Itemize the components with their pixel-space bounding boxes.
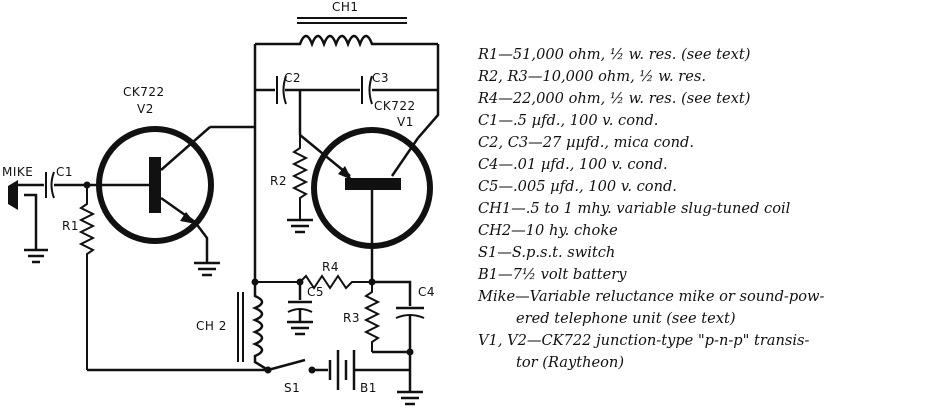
r3-label: R3	[343, 311, 360, 325]
ck722-v2-type: CK722	[123, 85, 165, 99]
c4-capacitor	[372, 280, 425, 356]
r1-label: R1	[62, 219, 79, 233]
c2-capacitor	[255, 75, 360, 105]
parts-list-item: V1, V2—CK722 junction-type "p-n-p" trans…	[478, 332, 810, 349]
s1-switch	[264, 358, 316, 374]
c2-label: C2	[284, 71, 301, 85]
parts-list: R1—51,000 ohm, ½ w. res. (see text) R2, …	[478, 44, 940, 374]
circuit-schematic: CH1 C2 C3 CK722 V1 R2 CK722 V2	[2, 0, 440, 406]
parts-list-item: R1—51,000 ohm, ½ w. res. (see text)	[478, 46, 751, 63]
parts-list-item: B1—7½ volt battery	[478, 266, 627, 283]
r4-label: R4	[322, 260, 339, 274]
parts-list-item: R2, R3—10,000 ohm, ½ w. res.	[478, 68, 706, 85]
parts-list-item: C5—.005 µfd., 100 v. cond.	[478, 178, 677, 195]
parts-list-item: C1—.5 µfd., 100 v. cond.	[478, 112, 659, 129]
ch1-label: CH1	[332, 0, 359, 14]
parts-list-item: R4—22,000 ohm, ½ w. res. (see text)	[478, 90, 751, 107]
b1-label: B1	[360, 381, 377, 395]
c5-label: C5	[307, 285, 324, 299]
ch2-choke	[237, 282, 269, 372]
s1-label: S1	[284, 381, 300, 395]
c5-capacitor	[287, 282, 313, 336]
parts-list-item: CH2—10 hy. choke	[478, 222, 618, 239]
parts-list-item: CH1—.5 to 1 mhy. variable slug-tuned coi…	[478, 200, 791, 217]
r3-resistor	[363, 282, 381, 352]
parts-list-item: C2, C3—27 µµfd., mica cond.	[478, 134, 694, 151]
ch2-label: CH 2	[196, 319, 227, 333]
b1-battery	[312, 350, 410, 390]
v2-transistor	[87, 125, 255, 277]
r2-label: R2	[270, 174, 287, 188]
ck722-v1-type: CK722	[374, 99, 416, 113]
v1-label: V1	[397, 115, 414, 129]
parts-list-item: tor (Raytheon)	[516, 354, 625, 371]
microphone	[8, 180, 48, 264]
parts-list-item: ered telephone unit (see text)	[516, 310, 736, 327]
ch1-coil	[255, 17, 438, 48]
r1-resistor	[78, 181, 96, 370]
ground-main	[397, 352, 423, 406]
c1-label: C1	[56, 165, 73, 179]
parts-list-item: Mike—Variable reluctance mike or sound-p…	[478, 288, 825, 305]
parts-list-item: S1—S.p.s.t. switch	[478, 244, 616, 261]
r2-resistor	[287, 135, 313, 234]
mike-label: MIKE	[2, 165, 33, 179]
parts-list-item: C4—.01 µfd., 100 v. cond.	[478, 156, 668, 173]
v2-label: V2	[137, 102, 154, 116]
c3-capacitor	[361, 75, 438, 105]
v1-transistor	[299, 127, 433, 282]
c3-label: C3	[372, 71, 389, 85]
c4-label: C4	[418, 285, 435, 299]
c1-capacitor	[45, 171, 87, 199]
